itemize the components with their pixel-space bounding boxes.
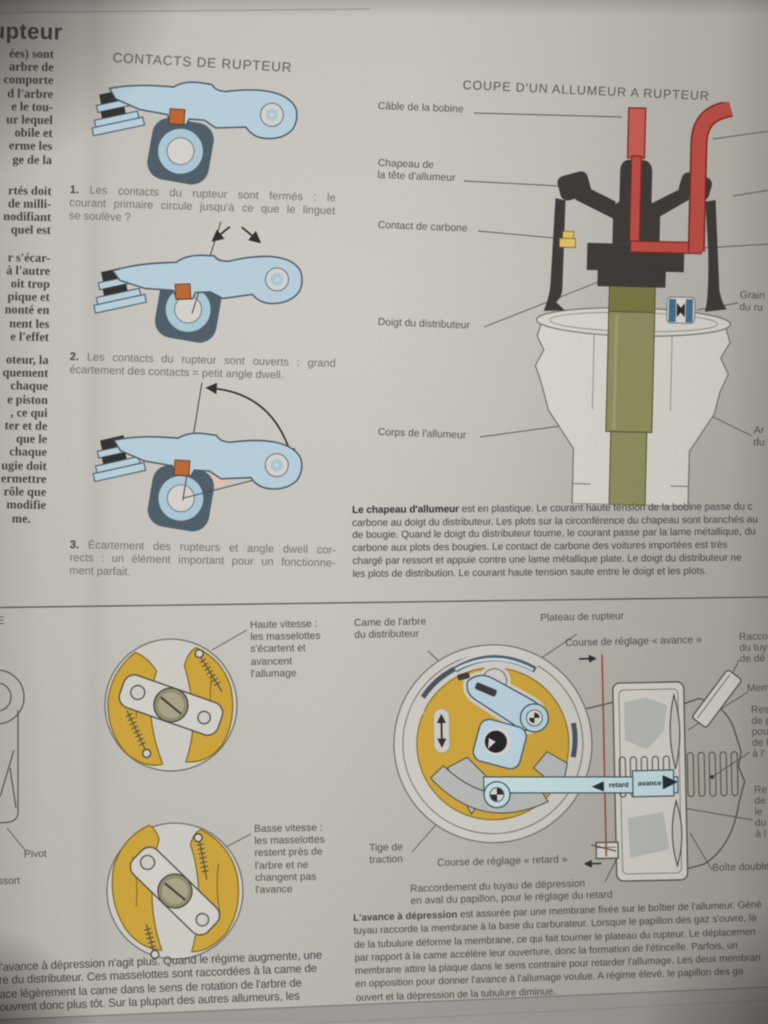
- caption-number: 2.: [69, 351, 80, 364]
- figure-caption-3: 3. Écartement des rupteurs et angle dwel…: [69, 539, 336, 584]
- text-line: à l: [755, 828, 767, 840]
- paragraph-text: est en plastique. Le courant haute tensi…: [458, 501, 753, 516]
- label-ressort-fragment: ssort: [0, 875, 21, 888]
- text-line: changent pas: [255, 871, 317, 884]
- text-line: du distributeur: [354, 628, 420, 642]
- paragraph-vacuum: L'avance à dépression est assurée par un…: [353, 898, 764, 1005]
- text-line: erme les: [8, 138, 53, 154]
- text-line: l'allumage: [250, 668, 297, 680]
- breaker-gap-dwell-angle-diagram: [85, 382, 305, 535]
- paragraph-lead: Le chapeau d'allumeur: [352, 504, 460, 516]
- text-line: quel est: [10, 222, 51, 238]
- bar-label-avance: avance: [638, 780, 662, 787]
- text-line: traction: [369, 854, 404, 867]
- text-line: restent près de: [254, 846, 323, 860]
- distributor-cross-section-diagram: [534, 100, 734, 507]
- breaker-points-closed-diagram: [84, 75, 300, 188]
- text-line: ge de la: [12, 151, 53, 167]
- text-line: Grain: [739, 290, 766, 302]
- text-line: modifie: [6, 497, 47, 513]
- text-line: du ru: [739, 301, 764, 314]
- label-boite-double: Boîte double: [712, 861, 768, 874]
- cut-label-membrane: Mem: [746, 682, 768, 695]
- breaker-points-open-diagram: [86, 221, 304, 346]
- paragraph-chapeau: Le chapeau d'allumeur est en plastique. …: [352, 501, 768, 581]
- text-line: les masselottes: [250, 630, 321, 644]
- text-line: nonté en: [4, 302, 50, 318]
- centrifugal-advance-high-speed-diagram: [104, 638, 238, 772]
- label-pivot: Pivot: [23, 848, 47, 861]
- text-line: me.: [11, 510, 31, 526]
- cut-label-fragment-e: E: [0, 615, 5, 627]
- label-plateau-rupteur: Plateau de rupteur: [540, 610, 625, 624]
- text-line: du: [753, 436, 766, 448]
- text-line: l'avance: [255, 884, 293, 896]
- text-line: de dé: [739, 653, 766, 665]
- bar-label-retard: retard: [609, 782, 629, 789]
- text-line: à l': [752, 748, 766, 760]
- centrifugal-advance-low-speed-diagram: [106, 822, 244, 960]
- grain-component: [666, 296, 696, 324]
- caption-number: 3.: [69, 539, 80, 552]
- pivot-lever-fragment: [0, 669, 25, 824]
- text-line: Ar: [753, 425, 765, 437]
- caption-number: 1.: [69, 184, 80, 197]
- text-line: Tige de: [369, 842, 403, 854]
- text-line: e l'effet: [10, 329, 50, 344]
- page-title-fragment: rupteur: [0, 18, 63, 45]
